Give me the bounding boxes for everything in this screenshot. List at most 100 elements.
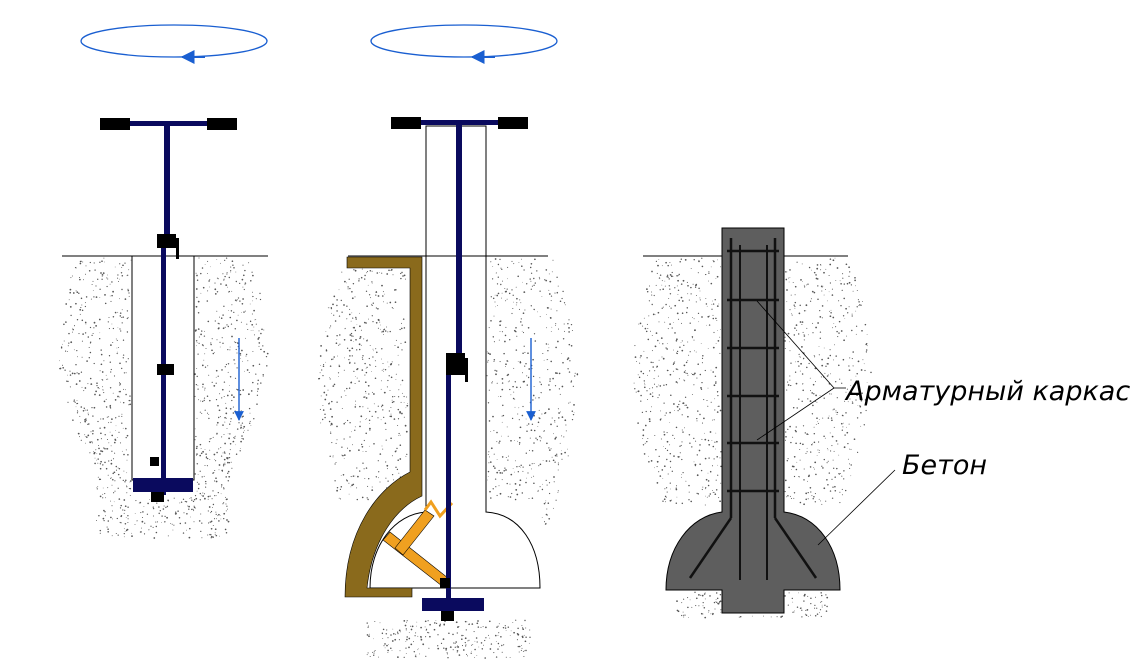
soil-grain <box>79 278 81 281</box>
soil-grain <box>242 298 244 300</box>
soil-grain <box>855 285 857 287</box>
soil-grain <box>687 293 689 295</box>
soil-grain <box>396 631 399 633</box>
soil-grain <box>861 329 863 332</box>
soil-grain <box>642 325 644 327</box>
soil-grain <box>643 380 645 382</box>
soil-grain <box>347 288 349 290</box>
soil-grain <box>199 411 201 413</box>
soil-grain <box>499 258 501 261</box>
soil-grain <box>98 318 101 321</box>
soil-grain <box>87 336 90 338</box>
soil-grain <box>707 439 710 442</box>
soil-grain <box>513 391 515 393</box>
soil-grain <box>539 290 541 292</box>
soil-grain <box>824 289 826 290</box>
soil-grain <box>401 392 403 394</box>
soil-grain <box>225 510 227 512</box>
soil-grain <box>258 363 261 365</box>
soil-grain <box>371 282 373 284</box>
soil-grain <box>117 311 119 313</box>
soil-grain <box>257 379 259 381</box>
soil-grain <box>707 480 710 482</box>
soil-grain <box>464 645 467 647</box>
soil-grain <box>222 452 224 454</box>
soil-grain <box>385 439 387 441</box>
soil-grain <box>805 492 808 495</box>
soil-grain <box>683 364 686 367</box>
soil-grain <box>505 656 507 658</box>
soil-grain <box>563 330 566 332</box>
soil-grain <box>712 303 715 305</box>
soil-grain <box>117 277 119 279</box>
soil-grain <box>119 328 121 330</box>
soil-grain <box>666 275 669 278</box>
soil-grain <box>367 625 369 627</box>
soil-grain <box>126 492 128 494</box>
soil-grain <box>707 387 709 389</box>
soil-grain <box>786 389 788 391</box>
soil-grain <box>718 497 720 499</box>
soil-grain <box>832 497 834 499</box>
soil-grain <box>109 387 112 389</box>
soil-grain <box>513 440 515 442</box>
soil-grain <box>221 469 224 472</box>
soil-grain <box>669 288 671 290</box>
soil-grain <box>185 501 188 503</box>
soil-grain <box>209 279 211 281</box>
soil-grain <box>391 361 393 363</box>
soil-grain <box>571 330 573 331</box>
soil-grain <box>173 497 175 499</box>
soil-grain <box>691 316 693 318</box>
soil-grain <box>119 384 121 386</box>
soil-grain <box>82 261 84 263</box>
soil-grain <box>698 260 700 263</box>
soil-grain <box>561 458 563 460</box>
soil-grain <box>801 281 803 282</box>
soil-grain <box>499 646 500 648</box>
soil-grain <box>656 272 658 274</box>
soil-grain <box>697 363 699 365</box>
soil-grain <box>531 423 534 425</box>
soil-grain <box>371 281 373 283</box>
soil-grain <box>496 441 498 443</box>
soil-grain <box>717 330 718 332</box>
soil-grain <box>248 262 250 264</box>
soil-grain <box>813 393 815 395</box>
soil-grain <box>796 329 798 331</box>
soil-grain <box>819 337 821 339</box>
soil-grain <box>493 652 495 654</box>
soil-grain <box>223 486 225 489</box>
soil-grain <box>401 271 403 274</box>
soil-grain <box>120 330 122 332</box>
soil-grain <box>372 356 374 358</box>
soil-grain <box>109 431 111 433</box>
soil-grain <box>72 419 74 421</box>
soil-grain <box>402 275 404 277</box>
soil-grain <box>824 437 826 439</box>
soil-grain <box>700 343 702 344</box>
soil-grain <box>832 259 835 262</box>
soil-grain <box>801 616 803 618</box>
soil-grain <box>494 634 497 637</box>
soil-grain <box>110 462 113 465</box>
soil-grain <box>647 338 650 341</box>
soil-grain <box>242 360 243 362</box>
soil-grain <box>127 288 129 290</box>
soil-grain <box>501 479 503 481</box>
soil-grain <box>567 357 570 359</box>
handle-grip-left <box>100 118 130 130</box>
soil-grain <box>512 621 514 623</box>
soil-grain <box>425 636 427 638</box>
soil-grain <box>669 444 671 446</box>
soil-grain <box>822 467 824 469</box>
soil-grain <box>196 454 197 456</box>
soil-grain <box>548 460 551 462</box>
soil-grain <box>792 436 794 438</box>
soil-grain <box>849 448 850 450</box>
soil-grain <box>501 435 502 437</box>
soil-grain <box>386 302 388 304</box>
soil-grain <box>640 394 642 397</box>
soil-grain <box>362 462 364 464</box>
soil-grain <box>786 496 788 498</box>
